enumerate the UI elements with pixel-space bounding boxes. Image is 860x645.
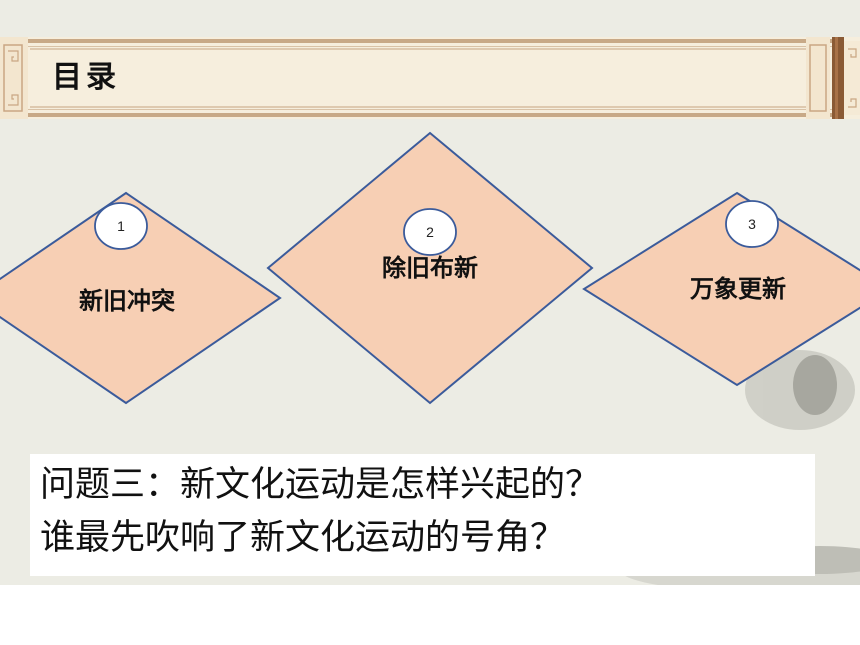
number-badge-3: 3: [725, 200, 779, 248]
number-badge-1: 1: [94, 202, 148, 250]
number-badge-2: 2: [403, 208, 457, 256]
svg-text:1: 1: [117, 218, 125, 234]
diamond-2: [266, 131, 594, 405]
slide: 目录 1 2 3 新旧冲突 除旧布新 万象更新: [0, 0, 860, 585]
diamond-label-1: 新旧冲突: [79, 287, 175, 315]
diamond-label-2: 除旧布新: [382, 254, 478, 282]
question-box: 问题三：新文化运动是怎样兴起的？ 谁最先吹响了新文化运动的号角？: [30, 454, 815, 576]
svg-text:3: 3: [748, 216, 756, 232]
diamond-3: [582, 191, 860, 387]
svg-text:2: 2: [426, 224, 434, 240]
page-title: 目录: [52, 60, 120, 95]
diamond-label-3: 万象更新: [690, 275, 786, 303]
question-line-1: 问题三：新文化运动是怎样兴起的？: [40, 465, 601, 505]
diamond-1: [0, 191, 282, 405]
header-banner: [0, 37, 860, 119]
question-line-2: 谁最先吹响了新文化运动的号角？: [40, 518, 566, 558]
